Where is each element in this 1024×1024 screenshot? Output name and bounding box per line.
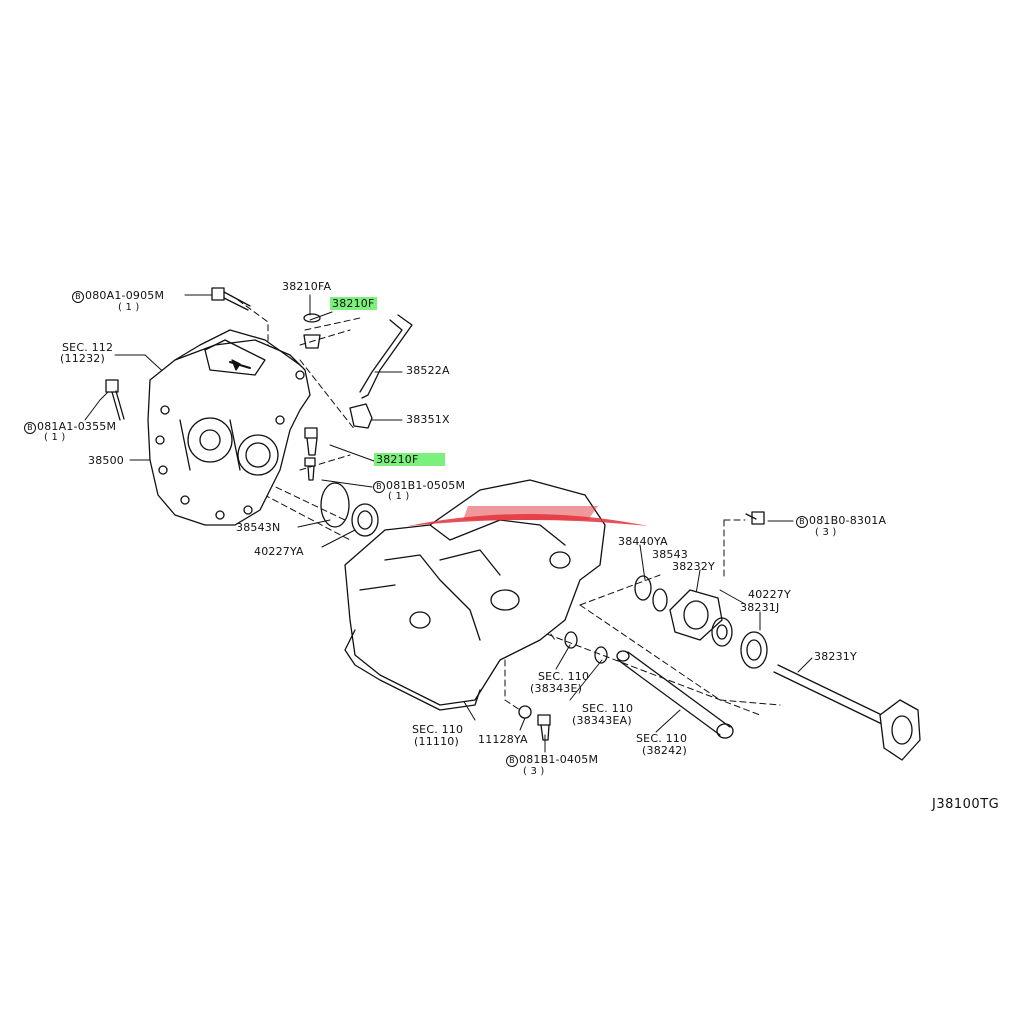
label-sec110-11110: SEC. 110 [412, 723, 464, 736]
label-38543: 38543 [652, 548, 688, 561]
seal-38440ya-shape [634, 575, 652, 601]
tube-38242-shape [616, 650, 734, 739]
bolt-081b0-shape [745, 511, 765, 525]
bearing-38231j-shape [740, 631, 768, 669]
connector-38351x-shape [349, 403, 373, 429]
washer-11128ya-shape [518, 705, 532, 719]
label-sec110-11110-sub: (11110) [414, 735, 459, 748]
bolt-081b1-0405m-shape [537, 714, 551, 741]
qty-081b0: ( 3 ) [815, 527, 837, 538]
label-sec110-38343e-sub: (38343E) [530, 682, 583, 695]
retainer-38232y-shape [669, 589, 723, 641]
label-38543n: 38543N [236, 521, 281, 534]
qty-081b1-0505m: ( 1 ) [388, 491, 410, 502]
assembly-dashed-lines [237, 299, 781, 716]
label-sec110-38242-sub: (38242) [642, 744, 687, 757]
qty-081b1-0405m: ( 3 ) [523, 766, 545, 777]
label-38440ya: 38440YA [618, 535, 668, 548]
label-sec110-38343ea: SEC. 110 [582, 702, 634, 715]
watermark-logo [408, 506, 648, 526]
label-11128ya: 11128YA [478, 733, 528, 746]
label-38232y: 38232Y [672, 560, 715, 573]
label-38210f-top: 38210F [330, 297, 377, 310]
label-38210f-bottom: 38210F [374, 453, 445, 466]
diagram-code: J38100TG [932, 797, 1000, 812]
bolt-081b1-0505m-shape [304, 457, 316, 481]
bolt-081a1-shape [105, 379, 125, 421]
label-sec110-38242: SEC. 110 [636, 732, 688, 745]
breather-hose-shape [359, 314, 413, 399]
label-sec112-sub: (11232) [60, 352, 105, 365]
label-38500: 38500 [88, 454, 124, 467]
transfer-case-housing-shape [147, 329, 311, 526]
label-40227ya: 40227YA [254, 545, 304, 558]
label-40227y: 40227Y [748, 588, 791, 601]
o-ring-38343e-shape [564, 631, 578, 649]
label-sec110-38343e: SEC. 110 [538, 670, 590, 683]
label-sec112: SEC. 112 [62, 341, 114, 354]
oil-seal-40227y-shape [711, 617, 733, 647]
seal-38543n-shape [320, 482, 350, 528]
qty-080a1: ( 1 ) [118, 302, 140, 313]
extension-housing-shape [344, 479, 606, 711]
qty-081a1: ( 1 ) [44, 432, 66, 443]
label-38351x: 38351X [406, 413, 450, 426]
o-ring-38343ea-shape [594, 646, 608, 664]
bolt-38210f-lower-shape [304, 427, 318, 456]
shaft-38231y-shape [773, 664, 921, 761]
label-sec110-38343ea-sub: (38343EA) [572, 714, 632, 727]
leader-lines [84, 294, 813, 753]
label-38231y: 38231Y [814, 650, 857, 663]
cap-38210fa-shape [303, 313, 321, 349]
bolt-080a1-shape [211, 287, 251, 311]
label-38231j: 38231J [740, 601, 780, 614]
label-38522a: 38522A [406, 364, 450, 377]
oil-seal-40227ya-shape [351, 503, 379, 537]
label-38210fa: 38210FA [282, 280, 332, 293]
o-ring-38543-shape [652, 588, 668, 612]
